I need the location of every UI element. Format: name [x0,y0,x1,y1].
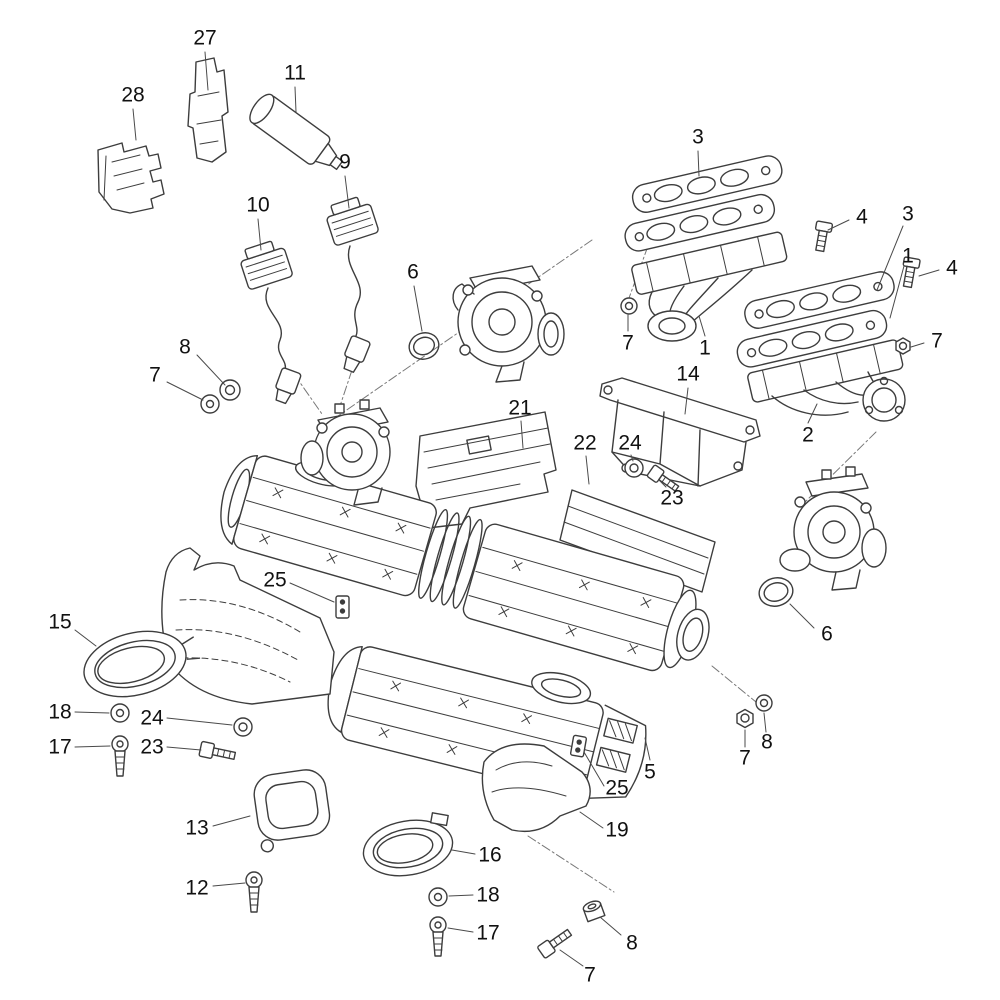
part-callout-10: 10 [246,193,270,217]
part-callout-19: 19 [605,818,629,842]
part-6-oring-right [758,577,794,607]
part-1-manifold [631,231,788,342]
part-4-bolt-b [902,256,921,289]
part-18-washer-bottom [428,887,448,907]
part-callout-23-b: 23 [140,735,164,759]
part-callout-24-a: 24 [618,431,642,455]
part-21-heat-shield [415,411,557,529]
part-callout-18-b: 18 [476,883,500,907]
part-callout-15: 15 [48,610,72,634]
part-callout-22: 22 [573,431,597,455]
part-25-clip-upper [335,595,350,619]
part-callout-18-a: 18 [48,700,72,724]
part-8-washer-lower-right [755,694,773,712]
part-15-tailpipe [83,630,201,698]
part-callout-4-a: 4 [856,205,868,229]
part-24-washer-upper [624,458,644,478]
part-9-oxygen-sensor [326,196,379,373]
part-17-screw-left [111,735,129,777]
part-callout-3-b: 3 [902,202,914,226]
part-callout-25-b: 25 [605,776,629,800]
part-callout-8-a: 8 [179,335,191,359]
part-16-tailpipe [362,812,454,877]
part-23-bolt-upper [646,464,680,492]
part-callout-7-a: 7 [149,363,161,387]
part-18-washer-left [110,703,130,723]
part-25-clip-lower [569,734,588,758]
part-callout-28: 28 [121,83,145,107]
part-17-screw-bottom [429,916,447,957]
part-callout-5: 5 [644,760,656,784]
part-callout-4-b: 4 [946,256,958,280]
part-callout-24-b: 24 [140,706,164,730]
part-10-oxygen-sensor [240,240,302,405]
part-callout-25-a: 25 [263,568,287,592]
turbocharger-left [300,399,391,506]
part-callout-9: 9 [339,150,351,174]
part-13-gasket [253,769,331,853]
part-callout-17-b: 17 [476,921,500,945]
part-27-clip [187,57,229,163]
leader-lines [74,51,940,967]
part-7-nut-right [895,337,911,355]
part-7-nut-upper [620,297,638,315]
part-callout-1-b: 1 [902,244,914,268]
part-callout-7-e: 7 [739,746,751,770]
part-callout-21: 21 [508,396,532,420]
part-23-bolt-left [198,740,237,761]
part-callout-11: 11 [284,61,306,85]
part-callout-3-a: 3 [692,125,704,149]
heat-shield-left [161,547,335,705]
part-callout-27: 27 [193,26,217,50]
part-24-washer-left [233,717,253,737]
part-22-heat-shield [559,489,716,593]
part-7-nut-lower-right [736,708,754,729]
part-callout-7-d: 7 [584,963,596,987]
part-callout-23-a: 23 [660,486,684,510]
part-callout-14: 14 [676,362,700,386]
part-3-gaskets-upper [624,155,783,252]
turbocharger-center [452,265,565,383]
part-28-bracket [97,142,165,214]
part-callout-7-c: 7 [622,331,634,355]
catalytic-muffler-upper [220,455,710,672]
part-6-oring-left [408,332,440,360]
part-callout-13: 13 [185,816,209,840]
part-2-manifold [747,339,906,422]
part-callout-16: 16 [478,843,502,867]
part-3-gaskets-right [736,271,895,368]
part-7-bolt-bottom [537,928,573,959]
part-callout-8-c: 8 [761,730,773,754]
part-4-bolt-a [814,220,834,253]
part-12-screw [245,871,263,913]
part-callout-6-b: 6 [821,622,833,646]
part-callout-17-a: 17 [48,735,72,759]
part-callout-12: 12 [185,876,209,900]
part-19-heat-shield [481,743,591,833]
part-callout-7-b: 7 [931,329,943,353]
part-callout-1-a: 1 [699,336,711,360]
part-11-sealant-tube [249,93,344,171]
part-callout-2: 2 [802,423,814,447]
part-7-washer-left [200,394,220,414]
turbocharger-right [779,466,887,591]
part-callout-8-b: 8 [626,931,638,955]
part-callout-6-a: 6 [407,260,419,284]
